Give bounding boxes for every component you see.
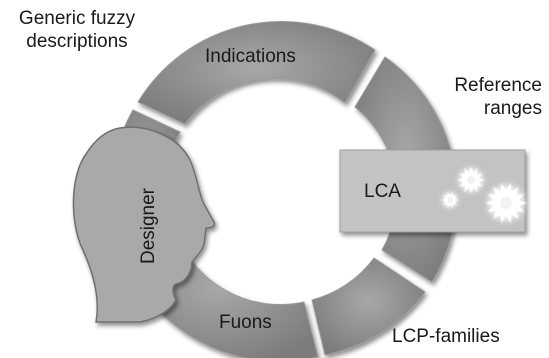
gears-icon — [441, 166, 528, 224]
head-silhouette-icon — [72, 126, 216, 323]
label-generic-line-2: descriptions — [26, 31, 128, 52]
gear-medium-hub — [467, 176, 475, 184]
label-lca: LCA — [364, 181, 401, 202]
ring-segment-indications — [137, 21, 376, 125]
label-reference-line-1: Reference — [454, 75, 542, 96]
label-lcp-families: LCP-families — [392, 326, 500, 347]
label-designer: Designer — [138, 187, 159, 265]
label-reference-line-2: ranges — [483, 98, 542, 119]
label-fuons: Fuons — [219, 312, 272, 333]
gear-small-hub — [447, 197, 453, 203]
label-generic-fuzzy-descriptions: Generic fuzzy descriptions — [6, 7, 148, 53]
label-generic-line-1: Generic fuzzy — [18, 8, 136, 29]
designer-head — [72, 126, 216, 323]
label-indications: Indications — [205, 46, 296, 67]
ring-segment-lcp — [311, 257, 426, 356]
label-reference-ranges: Reference ranges — [420, 74, 542, 120]
gear-large-hub — [500, 197, 512, 209]
